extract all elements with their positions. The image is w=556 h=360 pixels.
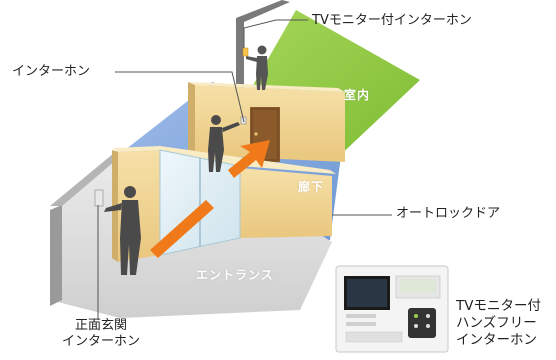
person-icon-indoor [246,45,268,90]
label-front-entrance-line1: 正面玄関 [74,318,127,333]
intercom-panel-icon [335,265,449,353]
label-auto-lock-door: オートロックドア [396,206,501,221]
corridor-wall-top [188,82,345,92]
label-handsfree-line2: ハンズフリー [456,314,537,331]
corridor-wall-side [188,82,195,155]
arrow-icon-2 [228,140,270,178]
label-front-entrance-line2: インターホン [61,334,140,350]
entrance-wall-right [240,168,332,238]
label-handsfree-line3: インターホン [456,331,537,348]
zone-label-corridor: 廊下 [298,180,325,194]
arrow-icon [150,200,214,258]
left-outer-wall [50,205,62,306]
zone-label-indoor: 室内 [344,88,371,102]
entrance-wall-top [112,146,336,174]
front-entrance-panel [94,189,104,207]
label-handsfree-line1: TVモニター付 [456,298,541,314]
label-front-entrance-intercom: 正面玄関 インターホン [56,318,146,351]
zone-label-entrance: エントランス [196,268,274,282]
person-icon-corridor [208,115,240,172]
label-tv-monitor-intercom: TVモニター付インターホン [312,13,472,28]
label-intercom: インターホン [12,64,91,79]
leader-lines [97,19,392,320]
indoor-intercom [242,47,249,57]
person-icon [104,186,141,275]
label-handsfree-intercom: TVモニター付 ハンズフリー インターホン [456,298,541,349]
left-outer-wall-top [50,148,128,206]
